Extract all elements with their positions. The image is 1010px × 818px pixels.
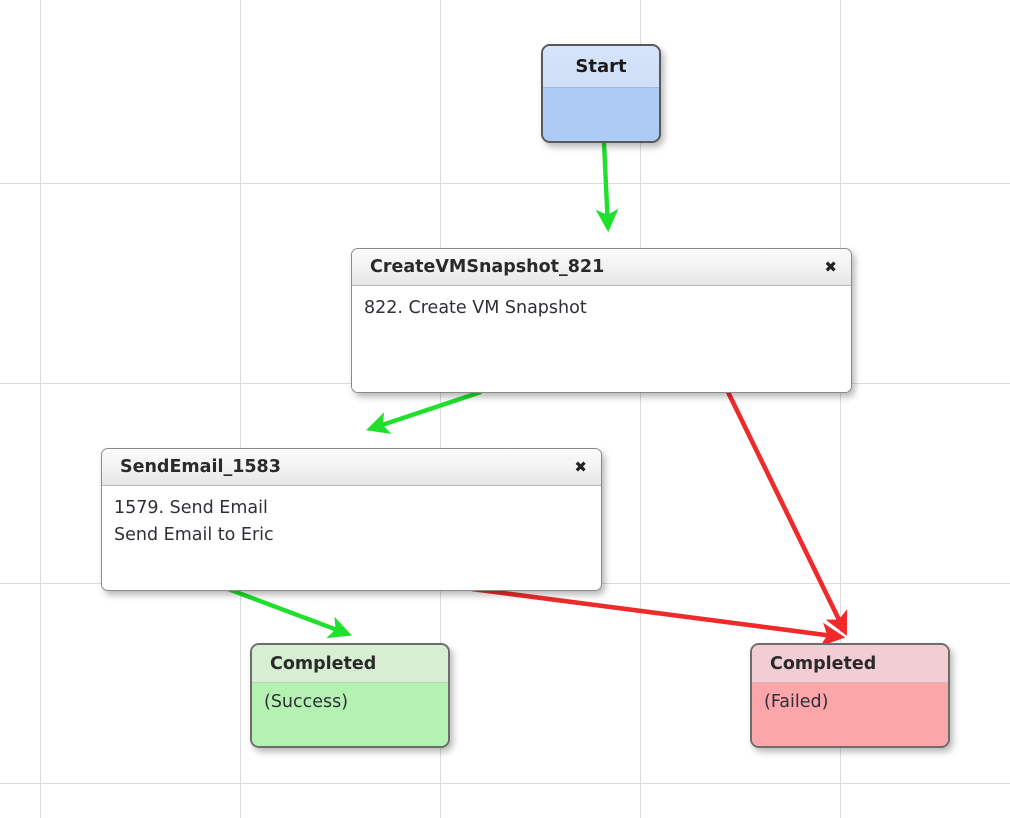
node-body-line: (Failed) bbox=[764, 692, 829, 712]
node-completed-failed-body: (Failed) bbox=[752, 683, 948, 746]
node-create-vm-snapshot-title: CreateVMSnapshot_821 bbox=[370, 257, 605, 277]
close-icon[interactable]: ✖ bbox=[574, 458, 587, 476]
node-completed-failed[interactable]: Completed (Failed) bbox=[750, 643, 950, 748]
node-completed-failed-header[interactable]: Completed bbox=[752, 645, 948, 683]
node-completed-failed-title: Completed bbox=[770, 654, 877, 674]
node-send-email[interactable]: SendEmail_1583 ✖ 1579. Send Email Send E… bbox=[101, 448, 602, 591]
edge-sendemail-to-completed-failed bbox=[471, 586, 846, 647]
node-body-line: Send Email to Eric bbox=[114, 525, 274, 545]
edge-start-to-createvmsnapshot bbox=[595, 142, 619, 233]
close-icon[interactable]: ✖ bbox=[824, 258, 837, 276]
node-completed-success-body: (Success) bbox=[252, 683, 448, 746]
node-body-line: 1579. Send Email bbox=[114, 498, 268, 518]
node-send-email-body: 1579. Send Email Send Email to Eric bbox=[102, 486, 601, 590]
node-create-vm-snapshot-body: 822. Create VM Snapshot bbox=[352, 286, 851, 392]
node-completed-success[interactable]: Completed (Success) bbox=[250, 643, 450, 748]
node-create-vm-snapshot[interactable]: CreateVMSnapshot_821 ✖ 822. Create VM Sn… bbox=[351, 248, 852, 393]
node-send-email-title: SendEmail_1583 bbox=[120, 457, 281, 477]
node-start-body bbox=[543, 88, 659, 141]
node-start-title: Start bbox=[575, 56, 627, 77]
node-completed-success-title: Completed bbox=[270, 654, 377, 674]
edge-createvmsnapshot-to-completed-failed bbox=[724, 388, 848, 636]
node-send-email-header[interactable]: SendEmail_1583 ✖ bbox=[102, 449, 601, 486]
node-completed-success-header[interactable]: Completed bbox=[252, 645, 448, 683]
node-start[interactable]: Start bbox=[541, 44, 661, 143]
node-body-line: (Success) bbox=[264, 692, 349, 712]
edge-sendemail-to-completed-success bbox=[227, 586, 352, 639]
edge-createvmsnapshot-to-sendemail bbox=[366, 389, 482, 434]
node-start-header[interactable]: Start bbox=[543, 46, 659, 88]
node-body-line: 822. Create VM Snapshot bbox=[364, 298, 587, 318]
node-create-vm-snapshot-header[interactable]: CreateVMSnapshot_821 ✖ bbox=[352, 249, 851, 286]
